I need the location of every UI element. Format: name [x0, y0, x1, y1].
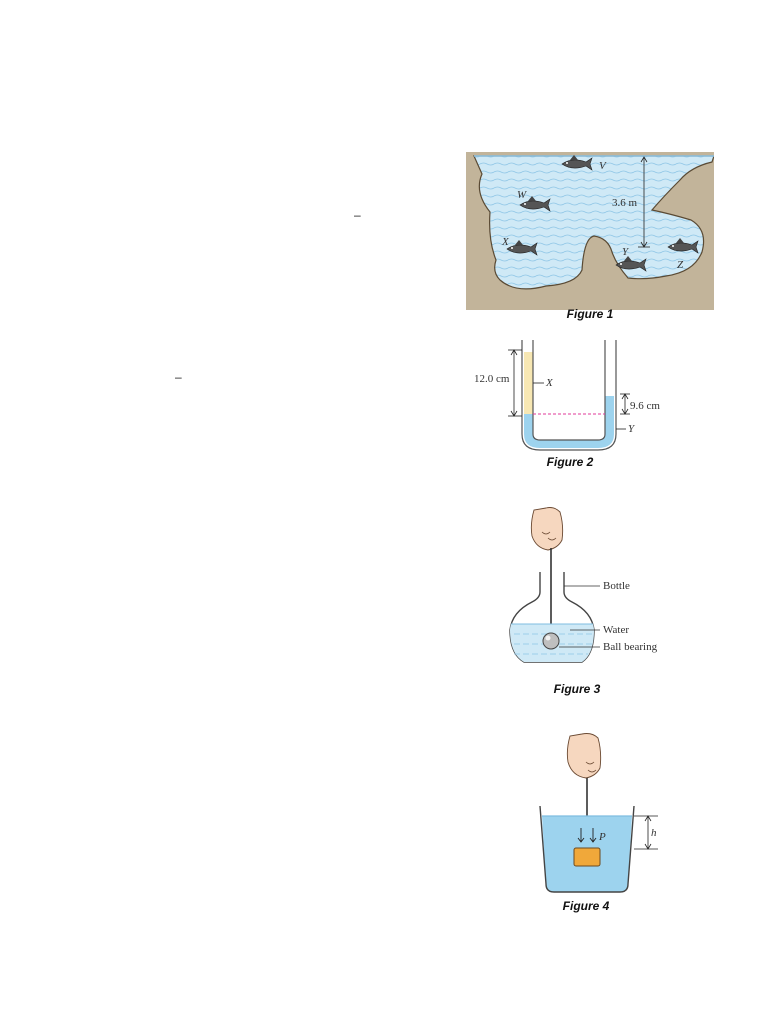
hand-icon [530, 507, 564, 551]
fish-label-v: V [599, 160, 607, 172]
height-label-left: 12.0 cm [474, 373, 510, 385]
liquid-x [524, 352, 533, 414]
stray-dash: – [175, 370, 182, 384]
arrow-down-icon [577, 828, 585, 843]
figure-3-bottle: Bottle Water Ball bearing [509, 507, 658, 663]
water-label: Water [603, 624, 629, 636]
ball-bearing [542, 632, 560, 650]
beaker-outline [539, 805, 635, 893]
tube-outer-wall [521, 340, 617, 451]
figure-2-u-tube: 12.0 cm X 9.6 cm Y [474, 340, 660, 451]
depth-label: h [651, 827, 657, 839]
tube-inner-wall [532, 340, 606, 441]
block [573, 847, 601, 867]
bottle-label: Bottle [603, 580, 630, 592]
figure-4-caption: Figure 4 [562, 899, 610, 913]
figure-2-caption: Figure 2 [546, 455, 594, 469]
ball-bearing-label: Ball bearing [603, 641, 658, 653]
hand-icon [566, 733, 602, 779]
liquid-x-label: X [545, 377, 554, 389]
figure-1-caption: Figure 1 [566, 307, 614, 321]
fish-label-w: W [517, 189, 527, 201]
height-label-right: 9.6 cm [630, 400, 660, 412]
figure-1-lake-diagram: 3.6 m V W X Y Z [466, 152, 714, 310]
figure-4-beaker: P h [539, 733, 658, 893]
fish-label-z: Z [677, 259, 684, 271]
point-label: P [598, 831, 606, 843]
arrow-down-icon [589, 828, 597, 843]
liquid-y-label: Y [628, 423, 636, 435]
fish-label-y: Y [622, 246, 630, 258]
fish-label-x: X [501, 236, 510, 248]
depth-label: 3.6 m [612, 197, 638, 209]
stray-dash: – [354, 208, 361, 222]
figure-3-caption: Figure 3 [553, 682, 601, 696]
